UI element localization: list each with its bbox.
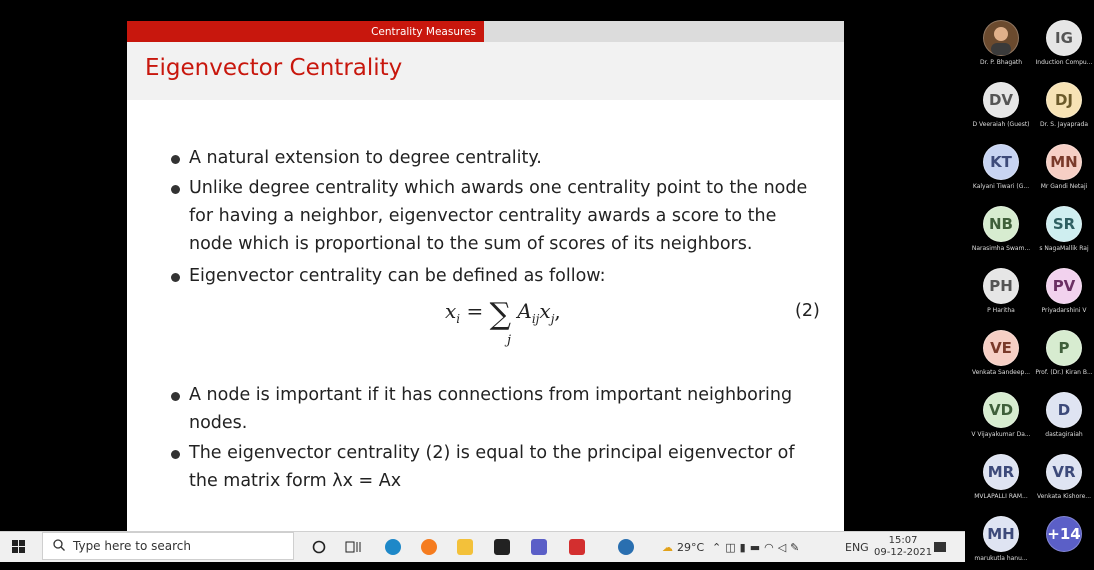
participant-name: Dr. P. Bhagath [979,59,1023,66]
participant-name: Narasimha Swam... [971,245,1031,252]
equation-number: (2) [795,301,820,321]
edge-icon[interactable] [385,532,401,562]
participant-name: s NagaMallik Raj [1039,245,1089,252]
help-icon[interactable] [618,532,634,562]
slide-content: A natural extension to degree centrality… [127,100,844,531]
participant-avatar[interactable]: D [1046,392,1082,428]
network-icon: ◫ [725,540,740,554]
clock-date: 09-12-2021 [874,547,933,558]
participant-name: Kalyani Tiwari (G... [972,183,1030,190]
participant-avatar[interactable]: P [1046,330,1082,366]
slide-section-title: Centrality Measures [127,21,484,42]
participant-name: Prof. (Dr.) Kiran B... [1035,369,1093,376]
battery-icon: ▬ [749,540,765,554]
search-icon [53,538,65,554]
language-indicator[interactable]: ENG [845,540,869,554]
bullet-dot [171,392,180,401]
windows-start-icon[interactable] [12,532,26,562]
participant-name: MVLAPALLI RAM... [974,493,1028,500]
participant-avatar[interactable]: MN [1046,144,1082,180]
cortana-icon[interactable] [312,532,326,562]
participant-avatar[interactable]: KT [983,144,1019,180]
firefox-icon[interactable] [421,532,437,562]
video-app-icon[interactable] [494,532,510,562]
participant-avatar[interactable]: DV [983,82,1019,118]
participant-name: Priyadarshini V [1041,307,1087,314]
participant-avatar[interactable]: VR [1046,454,1082,490]
search-placeholder: Type here to search [73,539,191,553]
bullet-dot [171,185,180,194]
participant-name: Venkata Sandeep... [971,369,1031,376]
participant-name: Mr Gandi Netaji [1040,183,1088,190]
participant-name: P Haritha [987,307,1015,314]
bullet-2: Unlike degree centrality which awards on… [189,178,808,254]
bullet-1: A natural extension to degree centrality… [189,148,542,168]
clock[interactable]: 15:07 09-12-2021 [874,532,932,562]
participant-avatar[interactable]: SR [1046,206,1082,242]
bullet-dot [171,155,180,164]
bullet-dot [171,450,180,459]
slide-header-bar: Centrality Measures [127,21,844,42]
chevron-up-icon: ⌃ [712,540,726,554]
pdf-reader-icon[interactable] [569,532,585,562]
teams-icon[interactable] [531,532,547,562]
bullet-4: A node is important if it has connection… [189,385,793,433]
bullet-dot [171,273,180,282]
slide-title: Eigenvector Centrality [145,55,403,81]
slide-title-bar: Eigenvector Centrality [127,42,844,100]
participant-avatar[interactable]: PV [1046,268,1082,304]
pen-icon: ✎ [790,540,804,554]
microphone-icon: ▮ [739,540,750,554]
participant-avatar[interactable] [983,20,1019,56]
participant-avatar[interactable]: +14 [1046,516,1082,552]
eigenvector-formula: xi = ∑ Aijxj, j [445,297,561,348]
weather-icon: ☁ [662,540,673,554]
file-explorer-icon[interactable] [457,532,473,562]
person-photo-icon [991,27,1011,55]
participant-avatar[interactable]: MH [983,516,1019,552]
weather-widget[interactable]: ☁ 29°C [662,532,704,562]
notification-icon[interactable] [933,532,947,562]
participant-avatar[interactable]: NB [983,206,1019,242]
windows-taskbar: Type here to search ☁ 29°C ⌃◫▮▬◠◁✎ ENG 1… [0,531,965,562]
participant-name: Venkata Kishore... [1036,493,1092,500]
participant-avatar[interactable]: VD [983,392,1019,428]
participant-name: Induction Compu... [1035,59,1093,66]
bullet-5: The eigenvector centrality (2) is equal … [189,443,795,491]
weather-temperature: 29°C [677,540,705,554]
wifi-icon: ◠ [764,540,778,554]
participant-avatar[interactable]: IG [1046,20,1082,56]
participant-avatar[interactable]: PH [983,268,1019,304]
clock-time: 15:07 [888,535,918,546]
participant-avatar[interactable]: VE [983,330,1019,366]
participant-avatar[interactable]: MR [983,454,1019,490]
taskbar-search-box[interactable]: Type here to search [42,532,294,560]
bullet-3: Eigenvector centrality can be defined as… [189,266,606,286]
participant-name: Dr. S. Jayaprada [1039,121,1089,128]
participant-name: V Vijayakumar Da... [971,431,1031,438]
participant-avatar[interactable]: DJ [1046,82,1082,118]
participant-name: marukutla hanu... [974,555,1028,562]
volume-icon: ◁ [777,540,791,554]
system-tray-icons[interactable]: ⌃◫▮▬◠◁✎ [712,532,803,562]
participant-name: D Veeraiah (Guest) [972,121,1030,128]
presentation-slide: Centrality Measures Eigenvector Centrali… [127,21,844,531]
task-view-icon[interactable] [345,532,361,562]
participant-name: dastagiraiah [1045,431,1083,438]
